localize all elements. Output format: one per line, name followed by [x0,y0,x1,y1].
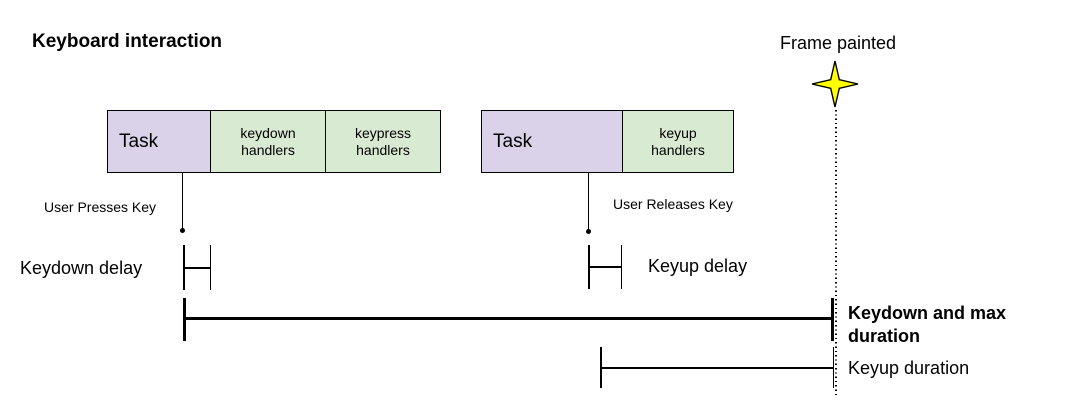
task-segment: Task [107,110,211,173]
task-segment: Task [481,110,623,173]
diagram-title: Keyboard interaction [32,31,223,52]
interval-bridge [183,267,211,269]
span-rule [600,367,834,369]
keydown-delay-label: Keydown delay [20,258,143,278]
frame-painted-star-icon [811,60,859,108]
frame-painted-dotted-line [835,110,837,395]
keyup-handlers-segment: keyup handlers [622,110,734,173]
user-presses-key-arrow-dot [180,228,185,233]
keydown-duration-span [183,298,834,341]
span-rule [183,317,834,320]
frame-painted-label: Frame painted [780,33,897,53]
user-presses-key-label: User Presses Key [44,199,157,215]
keydown-duration-label: Keydown and max duration [848,303,1007,346]
keyup-delay-interval-marker [588,245,622,289]
task-bar-keyup: Task keyup handlers [481,110,734,173]
user-releases-key-arrow [588,173,589,230]
keyup-duration-span [600,347,834,388]
keypress-handlers-segment: keypress handlers [325,110,441,173]
keyup-duration-label: Keyup duration [848,358,970,378]
keydown-handlers-segment: keydown handlers [210,110,326,173]
user-releases-key-arrow-dot [586,229,591,234]
keydown-delay-interval-marker [183,245,211,290]
user-releases-key-label: User Releases Key [613,196,733,212]
user-presses-key-arrow [182,173,183,229]
interval-bridge [588,266,622,268]
keyup-delay-label: Keyup delay [648,256,748,276]
task-bar-keydown: Task keydown handlers keypress handlers [107,110,441,173]
